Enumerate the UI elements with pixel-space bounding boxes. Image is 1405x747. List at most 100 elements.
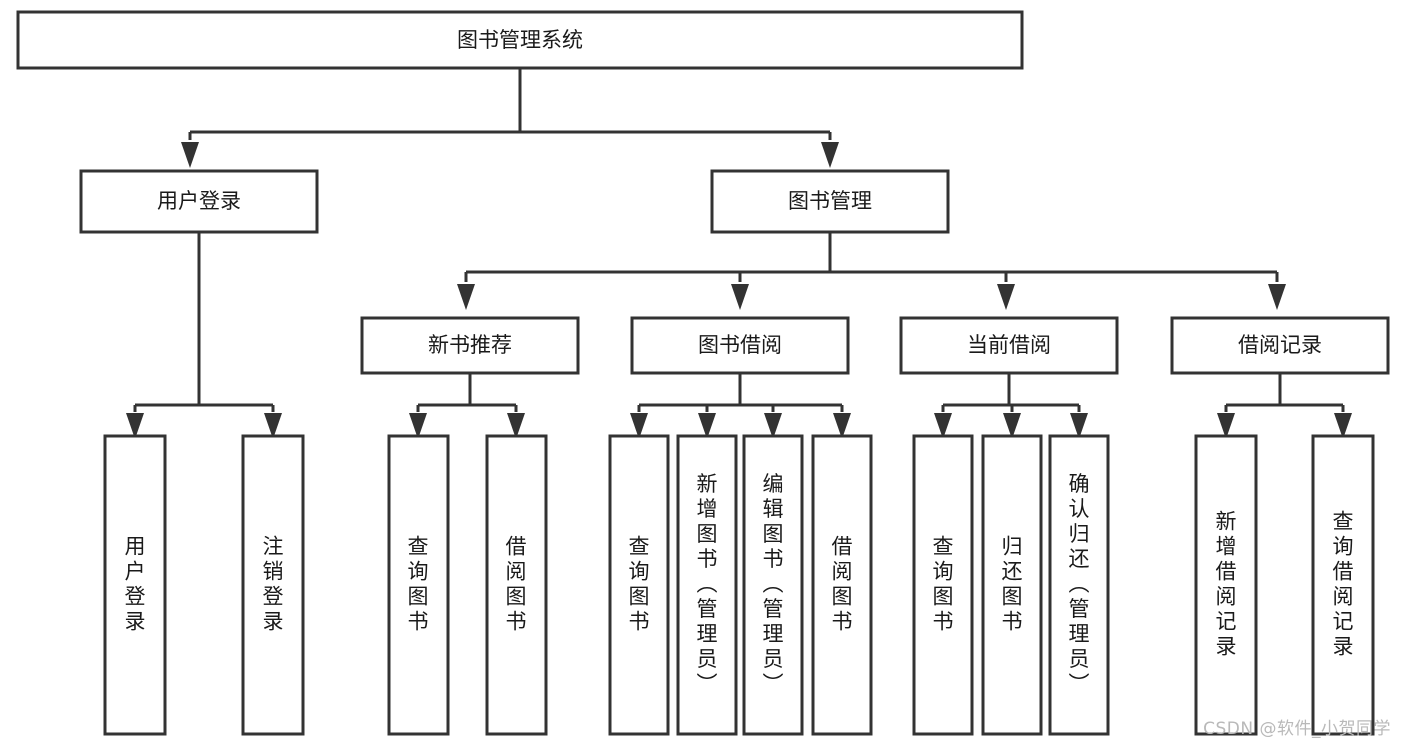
connector-group-borrow-record bbox=[1217, 373, 1352, 439]
svg-text:新: 新 bbox=[1216, 510, 1237, 534]
svg-text:︶: ︶ bbox=[1069, 672, 1090, 696]
svg-text:查: 查 bbox=[1333, 510, 1354, 534]
svg-text:理: 理 bbox=[1069, 622, 1090, 646]
svg-text:︶: ︶ bbox=[763, 672, 784, 696]
svg-text:录: 录 bbox=[263, 610, 284, 634]
svg-text:书: 书 bbox=[933, 610, 954, 634]
svg-text:员: 员 bbox=[1069, 647, 1090, 671]
node-new-book-recommend[interactable]: 新书推荐 bbox=[360, 316, 580, 375]
node-user-login-label: 用户登录 bbox=[157, 189, 241, 213]
svg-text:图: 图 bbox=[697, 522, 718, 546]
svg-text:图: 图 bbox=[763, 522, 784, 546]
svg-text:还: 还 bbox=[1069, 547, 1090, 571]
svg-text:注: 注 bbox=[263, 535, 284, 559]
svg-text:员: 员 bbox=[697, 647, 718, 671]
leaf-user-login-0[interactable]: 用户登录 bbox=[103, 434, 167, 736]
svg-text:阅: 阅 bbox=[1333, 585, 1354, 609]
svg-text:图: 图 bbox=[408, 585, 429, 609]
svg-text:书: 书 bbox=[697, 547, 718, 571]
connector-group-book-management bbox=[457, 232, 1286, 310]
svg-text:︵: ︵ bbox=[697, 572, 718, 596]
svg-text:借: 借 bbox=[832, 535, 853, 559]
svg-text:管: 管 bbox=[1069, 597, 1090, 621]
svg-text:新: 新 bbox=[697, 472, 718, 496]
svg-text:图: 图 bbox=[933, 585, 954, 609]
svg-text:借: 借 bbox=[1333, 560, 1354, 584]
svg-text:户: 户 bbox=[125, 560, 146, 584]
svg-text:图: 图 bbox=[832, 585, 853, 609]
svg-text:编: 编 bbox=[763, 472, 784, 496]
svg-text:增: 增 bbox=[1216, 535, 1237, 559]
svg-text:查: 查 bbox=[408, 535, 429, 559]
svg-text:书: 书 bbox=[506, 610, 527, 634]
node-borrow-record-label: 借阅记录 bbox=[1238, 333, 1322, 357]
svg-text:阅: 阅 bbox=[832, 560, 853, 584]
node-new-book-recommend-label: 新书推荐 bbox=[428, 333, 512, 357]
connector-group-book-borrow bbox=[630, 373, 851, 439]
csdn-watermark: CSDN @软件_小贺同学 bbox=[1203, 719, 1391, 739]
svg-text:录: 录 bbox=[1216, 635, 1237, 659]
node-root-system[interactable]: 图书管理系统 bbox=[16, 10, 1024, 70]
svg-text:登: 登 bbox=[263, 585, 284, 609]
svg-text:书: 书 bbox=[1002, 610, 1023, 634]
node-user-login[interactable]: 用户登录 bbox=[79, 169, 319, 234]
node-book-management[interactable]: 图书管理 bbox=[710, 169, 950, 234]
connector-group-new-book bbox=[409, 373, 525, 439]
svg-text:︵: ︵ bbox=[1069, 572, 1090, 596]
node-borrow-record[interactable]: 借阅记录 bbox=[1170, 316, 1390, 375]
svg-text:查: 查 bbox=[933, 535, 954, 559]
node-book-borrow-label: 图书借阅 bbox=[698, 333, 782, 357]
svg-text:询: 询 bbox=[1333, 535, 1354, 559]
connector-group-user-login bbox=[126, 232, 282, 439]
svg-text:图: 图 bbox=[506, 585, 527, 609]
svg-text:理: 理 bbox=[697, 622, 718, 646]
svg-text:登: 登 bbox=[125, 585, 146, 609]
svg-text:还: 还 bbox=[1002, 560, 1023, 584]
svg-text:辑: 辑 bbox=[763, 497, 784, 521]
node-book-borrow[interactable]: 图书借阅 bbox=[630, 316, 850, 375]
svg-text:书: 书 bbox=[832, 610, 853, 634]
node-current-borrow[interactable]: 当前借阅 bbox=[899, 316, 1119, 375]
svg-text:图: 图 bbox=[1002, 585, 1023, 609]
connector-group-current-borrow bbox=[934, 373, 1088, 439]
node-current-borrow-label: 当前借阅 bbox=[967, 333, 1051, 357]
svg-text:确: 确 bbox=[1069, 472, 1090, 496]
svg-text:记: 记 bbox=[1333, 610, 1354, 634]
svg-text:︶: ︶ bbox=[697, 672, 718, 696]
svg-text:录: 录 bbox=[1333, 635, 1354, 659]
svg-text:询: 询 bbox=[933, 560, 954, 584]
svg-text:询: 询 bbox=[629, 560, 650, 584]
svg-text:理: 理 bbox=[763, 622, 784, 646]
svg-text:管: 管 bbox=[763, 597, 784, 621]
svg-text:书: 书 bbox=[408, 610, 429, 634]
svg-text:借: 借 bbox=[506, 535, 527, 559]
svg-text:︵: ︵ bbox=[763, 572, 784, 596]
svg-text:阅: 阅 bbox=[506, 560, 527, 584]
svg-text:记: 记 bbox=[1216, 610, 1237, 634]
svg-text:书: 书 bbox=[763, 547, 784, 571]
connector-group-root bbox=[181, 68, 839, 168]
svg-text:销: 销 bbox=[263, 560, 284, 584]
svg-text:询: 询 bbox=[408, 560, 429, 584]
